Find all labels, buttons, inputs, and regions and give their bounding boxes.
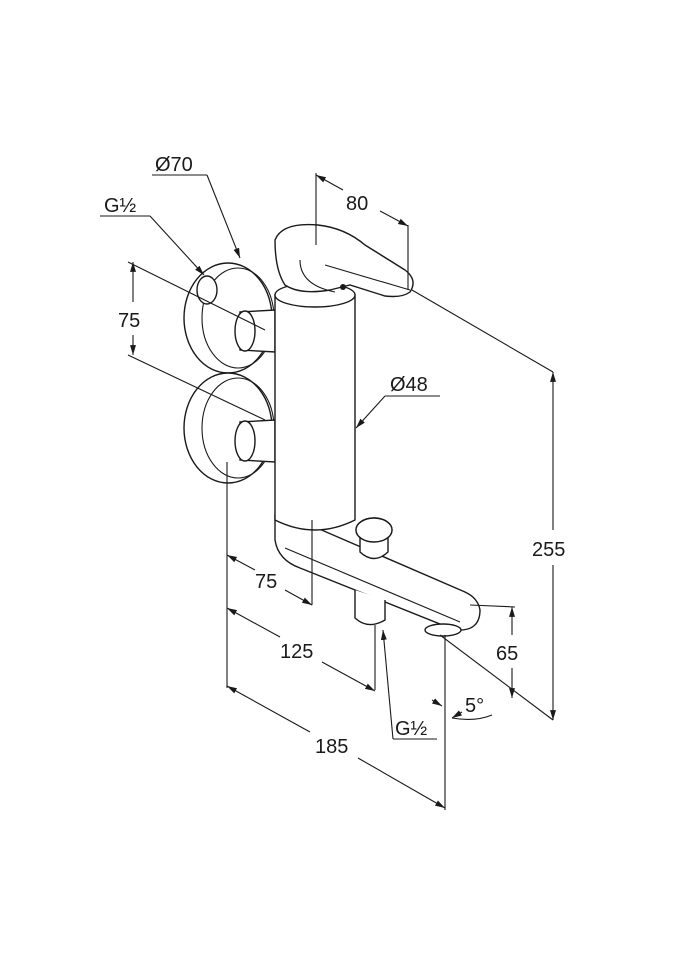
lower-rosette — [183, 372, 276, 484]
inlet-spacing-label: 75 — [118, 310, 140, 332]
faucet-body — [274, 282, 356, 531]
lever-handle — [274, 223, 414, 298]
inlet-thread-top-label: G½ — [104, 195, 137, 217]
total-height-label: 255 — [532, 539, 565, 561]
spout-height-label: 65 — [496, 643, 518, 665]
spout-angle-label: 5° — [465, 695, 484, 717]
handle-length-label: 80 — [346, 193, 368, 215]
dimension-lines — [100, 173, 556, 810]
spout — [274, 514, 481, 637]
rosette-diameter-label: Ø70 — [155, 154, 193, 176]
body-diameter-label: Ø48 — [390, 374, 428, 396]
outlet-thread-label: G½ — [395, 718, 428, 740]
outlet-offset-label: 125 — [280, 641, 313, 663]
body-offset-label: 75 — [255, 571, 277, 593]
upper-rosette — [183, 262, 276, 374]
spout-projection-label: 185 — [315, 736, 348, 758]
